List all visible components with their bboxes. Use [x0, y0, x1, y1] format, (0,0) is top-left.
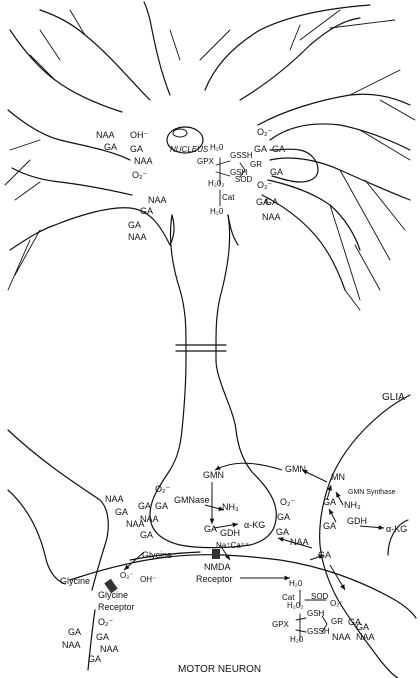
soma-gpx: GPX [197, 157, 215, 166]
bottom-naa-2: NAA [100, 644, 119, 654]
soma-cat: Cat [222, 193, 235, 202]
glia-akg: α-KG [386, 524, 407, 534]
post-gsh: GSH [307, 609, 325, 618]
glia-outline [319, 394, 411, 678]
post-o2: O₂⁻ [120, 571, 134, 580]
motor-neuron-label: MOTOR NEURON [178, 664, 261, 675]
soma-gsh: GSH [230, 168, 248, 177]
glycine-receptor-l1: Glycine [98, 590, 128, 600]
post-gr: GR [331, 617, 343, 626]
pathway-arrows [123, 462, 385, 591]
soma-naa-3: NAA [148, 195, 167, 205]
soma-h2o-bottom: H₂0 [210, 207, 224, 216]
nmda-receptor-icon [212, 549, 220, 559]
post-ga-1: GA [348, 617, 361, 627]
soma-ga-8: GA [256, 197, 269, 207]
dendrite-branches [4, 9, 416, 311]
soma-ga-6: GA [272, 144, 285, 154]
left-ga-2: GA [138, 501, 151, 511]
post-gpx: GPX [272, 620, 290, 629]
soma-ga-5: GA [254, 144, 267, 154]
soma-naa-1: NAA [96, 130, 115, 140]
post-h2o-top: H₂0 [289, 579, 303, 588]
bottom-ga-1: GA [68, 627, 81, 637]
pre-naa-2: NAA [290, 537, 309, 547]
soma-ga-9: GA [265, 197, 278, 207]
glycine-receptor-l2: Receptor [98, 602, 135, 612]
soma-ga-4: GA [128, 220, 141, 230]
pre-ga-3: GA [277, 512, 290, 522]
axon [149, 214, 277, 549]
pre-o2-2: O₂⁻ [280, 497, 295, 507]
pre-gdh: GDH [220, 528, 240, 538]
pre-akg: α-KG [244, 520, 265, 530]
pre-naa-1: NAA [140, 514, 159, 524]
soma-o2-2: O₂⁻ [257, 127, 272, 137]
pre-ga-1: GA [155, 501, 168, 511]
post-o2-2: O₂⁻ [330, 599, 344, 608]
post-oh: OH⁻ [140, 575, 156, 584]
left-naa-1: NAA [105, 494, 124, 504]
soma-h2o2: H₂0₂ [208, 179, 224, 188]
post-h2o2: H₂0₂ [287, 601, 303, 610]
nucleolus-icon [172, 128, 188, 138]
glycine-receptor-icon [104, 578, 118, 594]
glycine-left: Glycine [142, 550, 172, 560]
neuron-outline [7, 1, 411, 291]
soma-oh: OH⁻ [130, 130, 149, 140]
soma-gr: GR [250, 160, 262, 169]
post-h2o-bottom: H₂0 [290, 635, 304, 644]
soma-o2-1: O₂⁻ [132, 170, 147, 180]
glia-gdh: GDH [347, 516, 367, 526]
post-gssh: GSSH [307, 627, 330, 636]
bottom-ga-3: GA [88, 654, 101, 664]
soma-naa-2: NAA [134, 156, 153, 166]
pre-ions: Na⁺Ca⁺⁺ [216, 541, 249, 550]
soma-naa-4: NAA [128, 232, 147, 242]
post-naa-2: NAA [356, 632, 375, 642]
glia-gmn: GMN [285, 464, 306, 474]
glia-synthase: GMN Synthase [348, 489, 396, 496]
soma-naa-5: NAA [262, 212, 281, 222]
pre-ga-2: GA [204, 524, 217, 534]
soma-h2o-top: H₂0 [210, 143, 224, 152]
nucleus-ellipse-icon [166, 126, 204, 154]
glia-mn: MN [331, 472, 345, 482]
soma-o2-3: O₂⁻ [257, 180, 272, 190]
post-cat: Cat [282, 593, 295, 602]
glia-nh3: NH₃ [344, 500, 361, 510]
bottom-o2: O₂⁻ [98, 617, 113, 627]
synapse-labels: GMN O₂⁻ GMNase NH₃ GA NAA GA α-KG GDH Na… [60, 464, 407, 664]
pre-ga-4: GA [276, 527, 289, 537]
soma-ga-1: GA [104, 142, 117, 152]
glia-ga-2: GA [323, 521, 336, 531]
left-ga-3: GA [140, 530, 153, 540]
soma-ga-3: GA [140, 206, 153, 216]
post-naa-1: NAA [332, 632, 351, 642]
post-ga-2: GA [356, 622, 369, 632]
nmda-l1: NMDA [204, 562, 231, 572]
nucleus-label: NUCLEUS [170, 145, 209, 154]
post-sod: SOD [311, 592, 329, 601]
pre-nh3: NH₃ [222, 502, 239, 512]
soma-ga-7: GA [270, 167, 283, 177]
bottom-naa-1: NAA [62, 640, 81, 650]
glycine-outer: Glycine [60, 576, 90, 586]
left-ga-1: GA [115, 507, 128, 517]
pre-o2-1: O₂⁻ [155, 484, 170, 494]
glia-ga-3: GA [318, 550, 331, 560]
left-naa-2: NAA [126, 519, 145, 529]
pre-gmnase: GMNase [174, 495, 210, 505]
soma-sod: SOD [235, 175, 253, 184]
soma-ga-2: GA [130, 144, 143, 154]
pre-gmn: GMN [203, 470, 224, 480]
soma-gssh: GSSH [230, 151, 253, 160]
glia-label: GLIA [382, 392, 405, 403]
soma-labels: NAA GA OH⁻ GA NAA O₂⁻ NAA GA GA NAA H₂0 … [96, 127, 285, 242]
bottom-ga-2: GA [96, 632, 109, 642]
nmda-l2: Receptor [196, 574, 233, 584]
glia-ga-1: GA [323, 497, 336, 507]
